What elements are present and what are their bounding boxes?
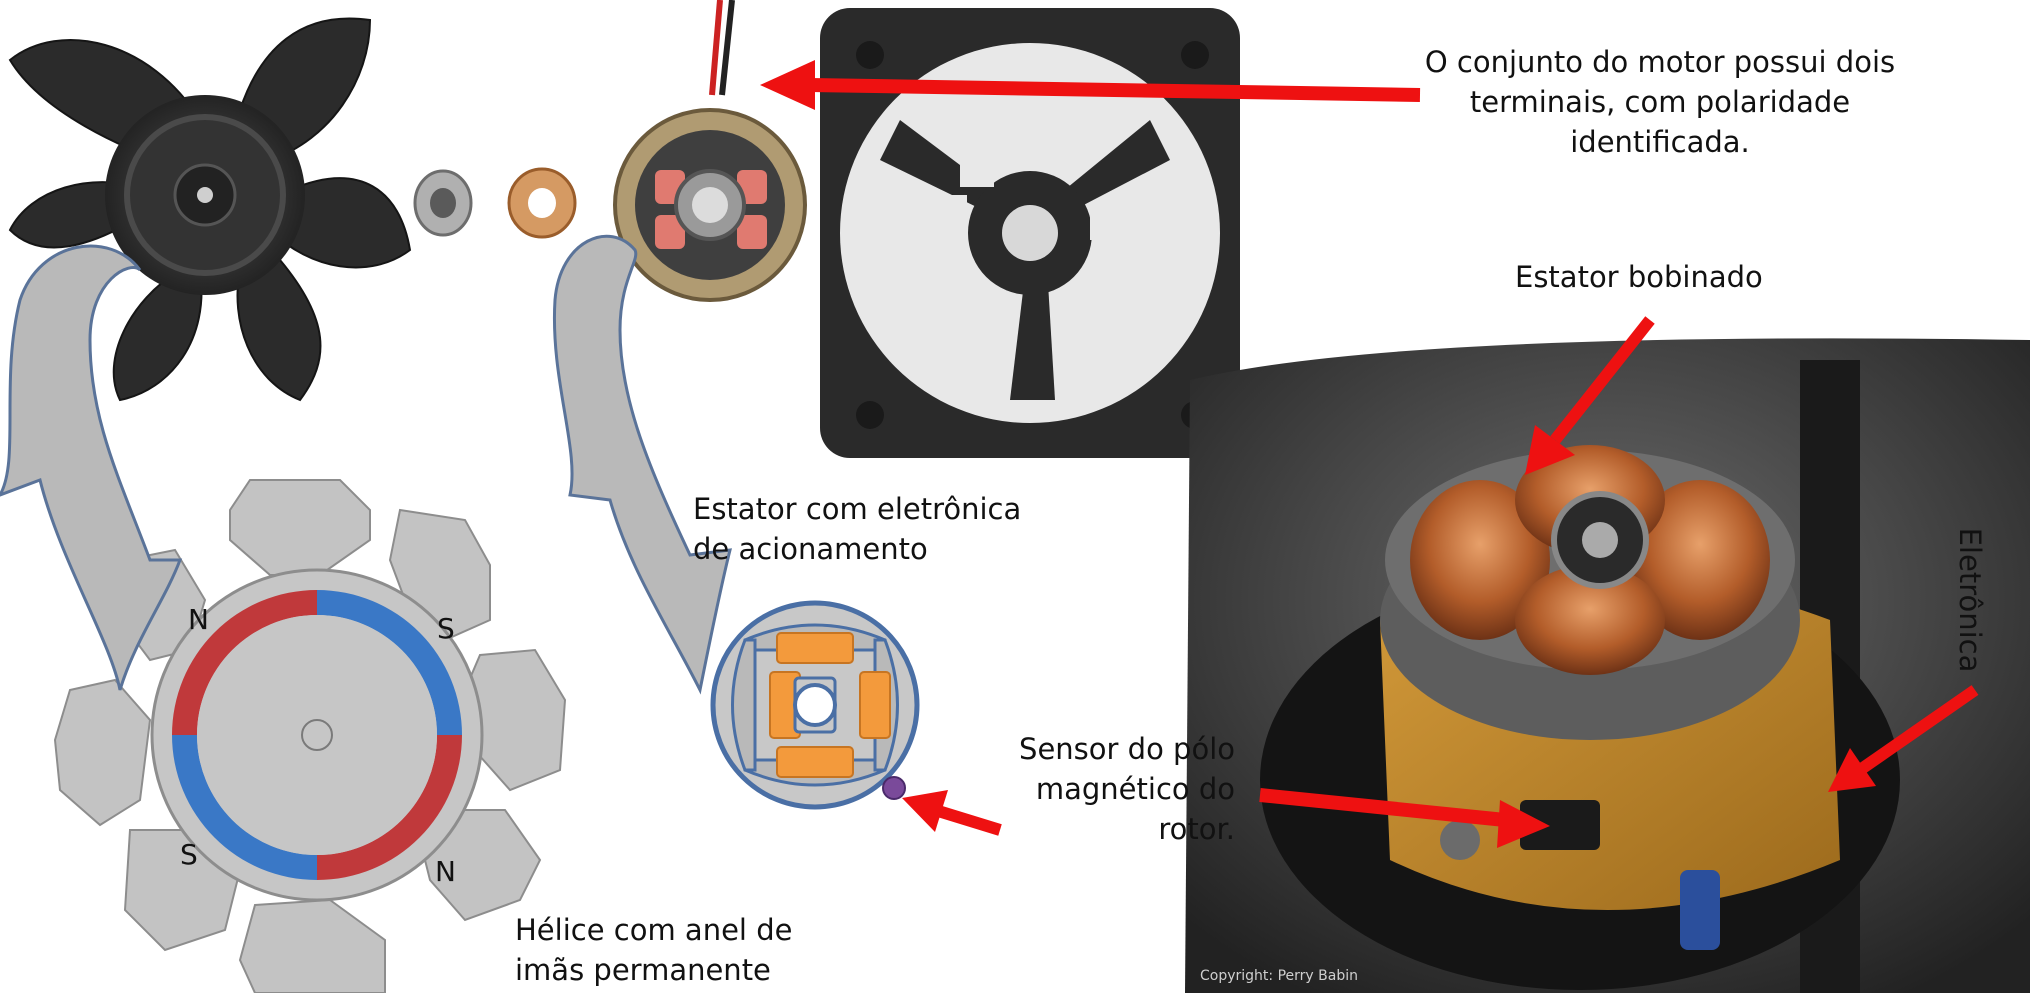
pole-s-bottom: S [180,838,198,871]
motor-terminals-line-2: terminais, com polaridade [1469,85,1851,119]
bearing-part [413,169,473,237]
pole-s-top: S [437,612,455,645]
stator-module-photo [613,0,807,302]
stator-electronics-label: Estator com eletrônica de acionamento [693,489,1021,569]
hall-sensor-dot [882,776,906,800]
washer-part [507,167,577,239]
fan-frame-photo [820,8,1240,458]
gray-arrow-rotor [0,244,183,691]
motor-photo [1185,338,2030,993]
electronics-label: Eletrônica [1953,527,1987,673]
propeller-magnets-label: Hélice com anel de imãs permanente [515,910,792,990]
rotor-sensor-line-1: Sensor do pólo [1019,732,1235,766]
rotor-sensor-line-2: magnético do [1035,772,1235,806]
photo-watermark: Copyright: Perry Babin [1200,968,1358,984]
rotor-sensor-line-3: rotor. [1158,812,1235,846]
motor-terminals-label: O conjunto do motor possui dois terminai… [1390,42,1930,162]
fan-propeller-photo [8,17,412,402]
red-arrow-terminals [760,60,1421,110]
red-arrow-electronics [1828,685,1979,792]
stator-electronics-line-1: Estator com eletrônica [693,492,1022,526]
red-arrow-hall-photo [1259,788,1550,848]
stator-electronics-line-2: de acionamento [693,532,928,566]
propeller-magnets-line-2: imãs permanente [515,953,771,987]
propeller-schematic [53,479,567,993]
red-arrow-wound-stator [1525,316,1655,475]
rotor-sensor-label: Sensor do pólo magnético do rotor. [990,729,1235,849]
pole-n-bottom: N [435,855,456,888]
red-arrow-hall-schematic [902,790,1002,836]
pole-n-top: N [188,603,209,636]
gray-arrow-stator [552,234,732,695]
motor-terminals-line-1: O conjunto do motor possui dois [1424,45,1896,79]
stator-schematic [710,600,920,810]
propeller-magnets-line-1: Hélice com anel de [515,913,793,947]
motor-terminals-line-3: identificada. [1570,125,1750,159]
wound-stator-label: Estator bobinado [1515,260,1763,294]
